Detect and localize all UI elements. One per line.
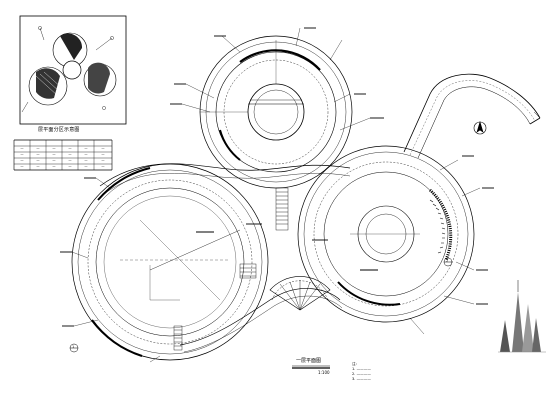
section-label-1: 1 (72, 345, 75, 349)
keymap-table-cell: — (36, 152, 40, 156)
keymap-table: — — — — — — — — — — — — — — — — — — — — — — — — (13, 139, 113, 171)
keymap-table-cell: — (101, 146, 105, 150)
keymap-table-cell: — (68, 164, 72, 168)
keymap-table-cell: — (84, 146, 88, 150)
keymap (19, 15, 127, 125)
connecting-corridor (99, 163, 351, 353)
note-line: 2. ———— (352, 372, 371, 376)
keymap-table-cell: — (52, 146, 56, 150)
keymap-table-cell: — (36, 164, 40, 168)
keymap-title: 层平面分区示意图 (38, 127, 80, 133)
curved-ramp (403, 73, 541, 159)
rotunda-north (199, 35, 353, 189)
keymap-table-cell: — (84, 152, 88, 156)
keymap-table-cell: — (68, 158, 72, 162)
section-marker-2 (443, 257, 453, 267)
keymap-zone-dark (60, 33, 83, 60)
keymap-frame (19, 15, 127, 125)
keymap-table-cell: — (101, 152, 105, 156)
skyline-logo (498, 280, 546, 353)
keymap-table-cell: — (20, 146, 24, 150)
rotunda-west (71, 163, 269, 361)
keymap-table-cell: — (52, 164, 56, 168)
keymap-table-cell: — (84, 164, 88, 168)
entrance-sector (269, 276, 331, 311)
section-label-2: 2 (446, 259, 449, 263)
section-marker-1 (69, 343, 79, 353)
note-line: 注: (352, 362, 357, 366)
keymap-table-cell: — (68, 146, 72, 150)
callout-leaders (71, 27, 481, 363)
keymap-table-cells: — — — — — — — — — — — — — — — — — — — — — — — — (20, 146, 105, 168)
note-line: 1. ———— (352, 367, 371, 371)
keymap-table-cell: — (36, 146, 40, 150)
seating-hatch (429, 199, 446, 254)
plan-title-block (292, 365, 330, 369)
keymap-table-cell: — (20, 152, 24, 156)
keymap-table-cell: — (101, 164, 105, 168)
plan-title: 一层平面图 (296, 358, 322, 364)
keymap-table-cell: — (101, 158, 105, 162)
plan-notes: 注: 1. ———— 2. ———— 3. ———— (352, 362, 371, 382)
text-strokes (60, 27, 494, 327)
keymap-table-cell: — (68, 152, 72, 156)
keymap-table-cell: — (36, 158, 40, 162)
keymap-table-cell: — (20, 158, 24, 162)
plan-scale: 1:100 (318, 370, 330, 375)
stairs (173, 187, 289, 351)
keymap-table-cell: — (52, 158, 56, 162)
north-arrow-icon (473, 120, 487, 135)
note-line: 3. ———— (352, 377, 371, 381)
rotunda-east (297, 145, 475, 323)
keymap-table-cell: — (84, 158, 88, 162)
keymap-table-cell: — (20, 164, 24, 168)
keymap-table-cell: — (52, 152, 56, 156)
